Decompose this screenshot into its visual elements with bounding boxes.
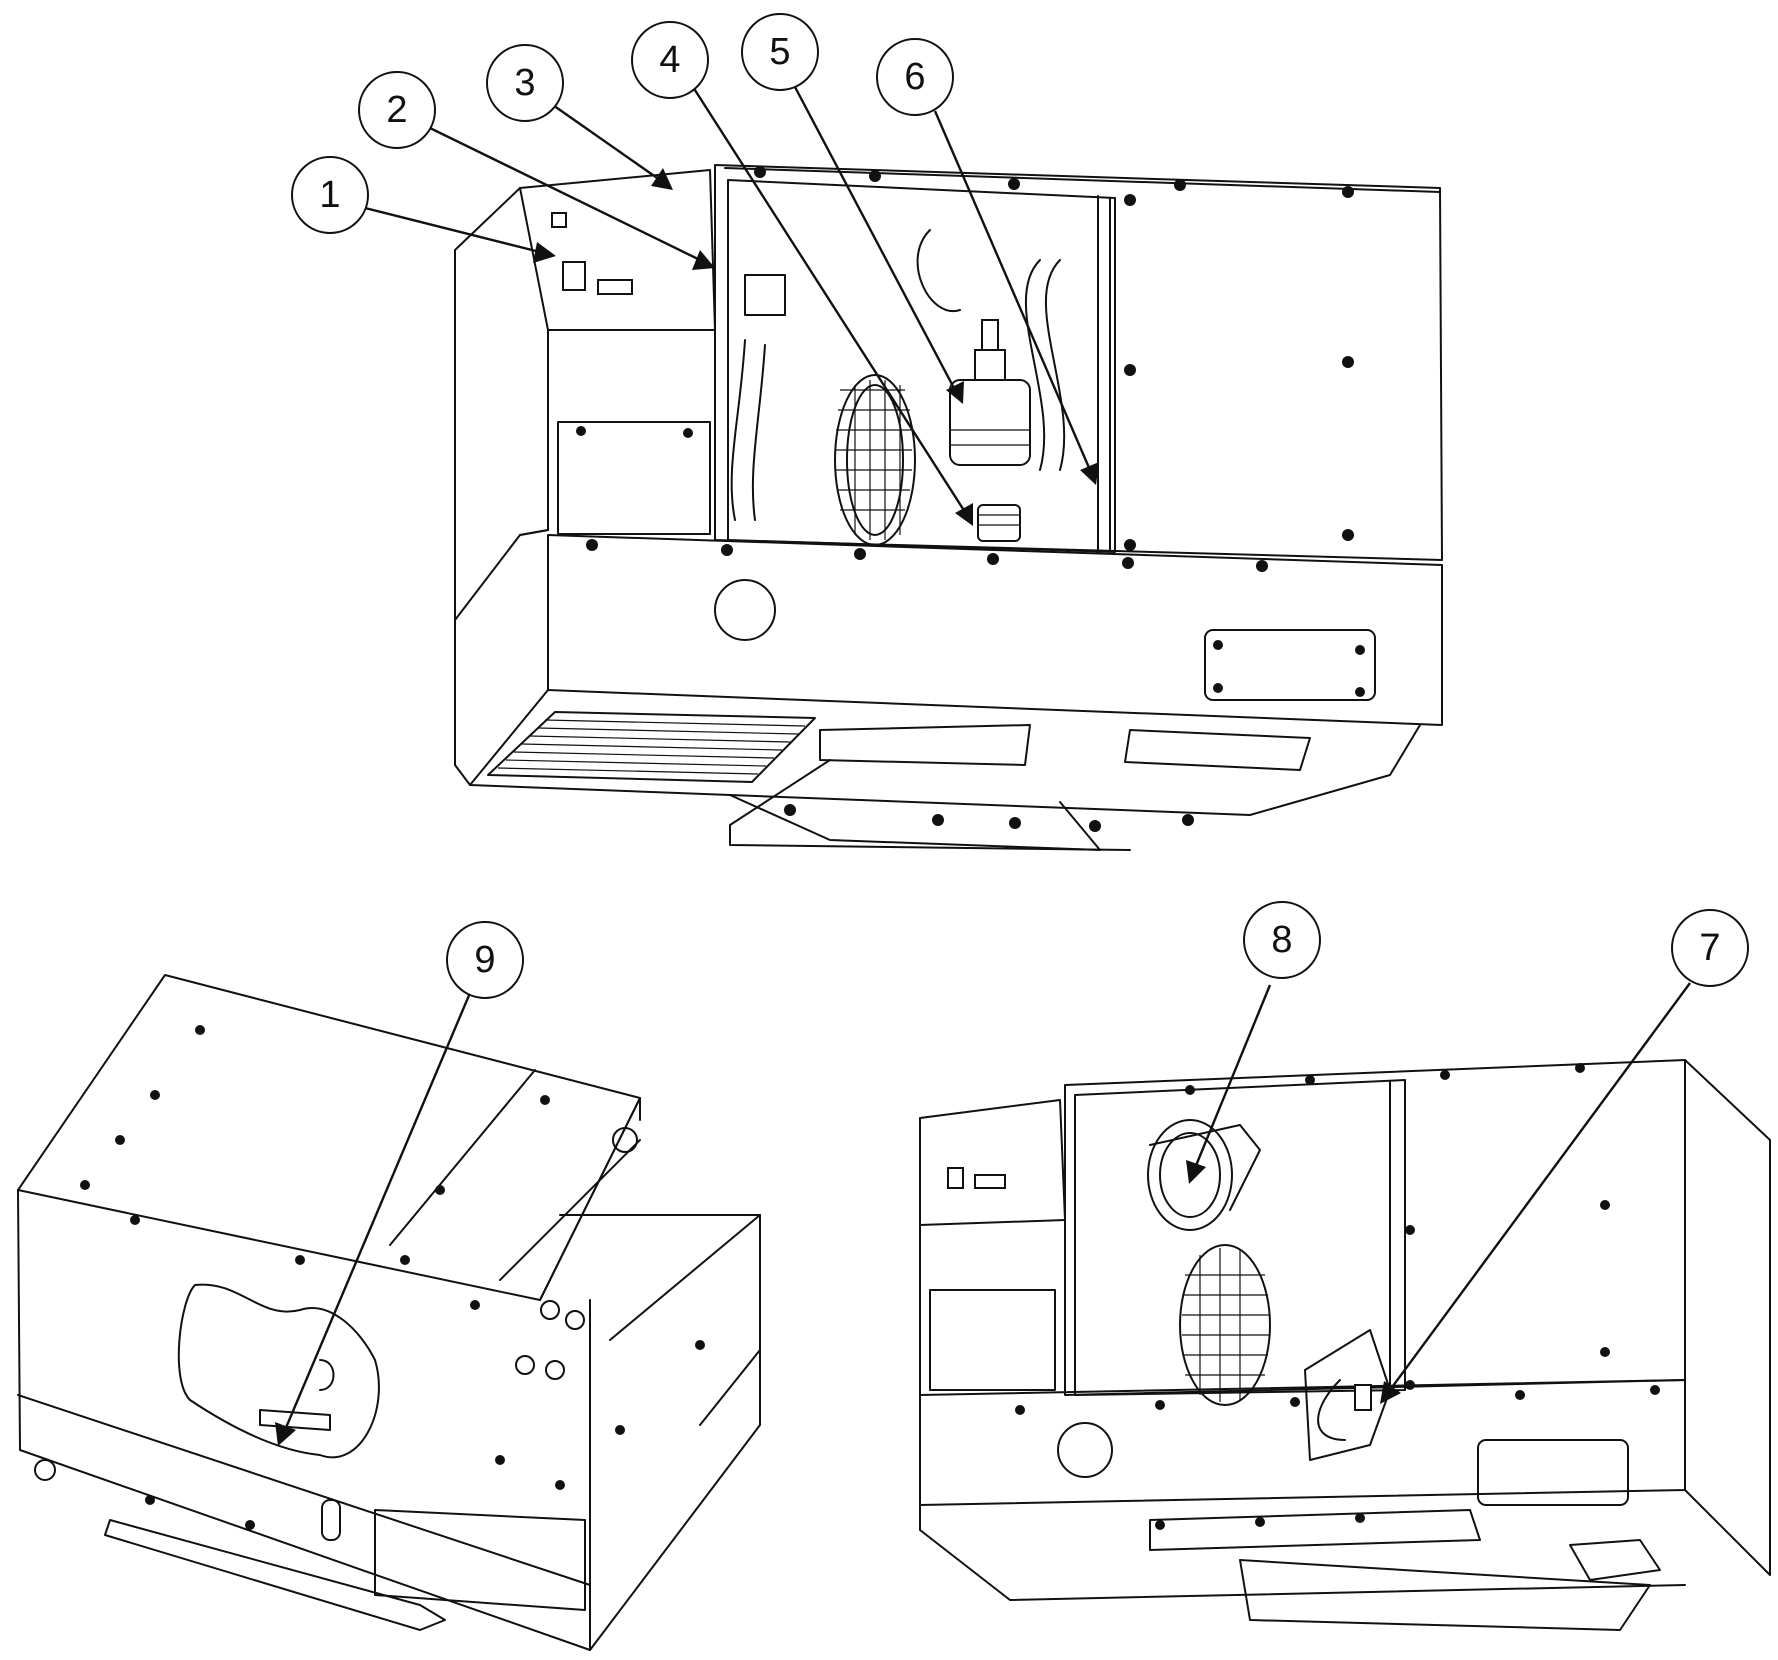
callout-2-label: 2 bbox=[386, 89, 407, 131]
callout-1: 1 bbox=[291, 156, 369, 234]
leader-6 bbox=[933, 110, 1092, 471]
leader-2 bbox=[429, 126, 701, 262]
callout-5: 5 bbox=[741, 13, 819, 91]
callout-6-label: 6 bbox=[904, 56, 925, 98]
callout-4: 4 bbox=[631, 21, 709, 99]
callout-8-label: 8 bbox=[1271, 919, 1292, 961]
top-generator-view bbox=[454, 164, 1443, 851]
leader-8 bbox=[1193, 984, 1272, 1169]
callout-2: 2 bbox=[358, 71, 436, 149]
control-switch bbox=[562, 261, 586, 291]
callout-8: 8 bbox=[1243, 901, 1321, 979]
leader-5 bbox=[793, 86, 957, 391]
air-cleaner bbox=[1147, 1119, 1261, 1231]
leader-1 bbox=[364, 206, 541, 254]
callouts: 1 2 3 4 5 6 7 8 bbox=[275, 13, 1749, 1446]
callout-1-label: 1 bbox=[319, 174, 340, 216]
cutaway-window bbox=[177, 1283, 380, 1459]
flywheel-fan-rear bbox=[1179, 1244, 1271, 1406]
callout-3: 3 bbox=[486, 44, 564, 122]
leader-9 bbox=[283, 992, 472, 1431]
intake-grille bbox=[487, 711, 816, 783]
bottom-right-generator-view bbox=[919, 1059, 1771, 1631]
callout-7-label: 7 bbox=[1699, 927, 1720, 969]
bottom-left-generator-view bbox=[17, 974, 761, 1651]
oil-filter bbox=[949, 319, 1031, 466]
callout-9: 9 bbox=[446, 921, 524, 999]
callout-9-label: 9 bbox=[474, 939, 495, 981]
leader-4 bbox=[691, 86, 967, 513]
callout-4-label: 4 bbox=[659, 39, 680, 81]
callout-5-label: 5 bbox=[769, 31, 790, 73]
leader-7 bbox=[1389, 982, 1691, 1391]
leader-3 bbox=[549, 102, 661, 181]
callout-6: 6 bbox=[876, 38, 954, 116]
flywheel-fan bbox=[834, 374, 916, 546]
oil-fill-cap bbox=[977, 504, 1021, 542]
callout-3-label: 3 bbox=[514, 62, 535, 104]
callout-7: 7 bbox=[1671, 909, 1749, 987]
